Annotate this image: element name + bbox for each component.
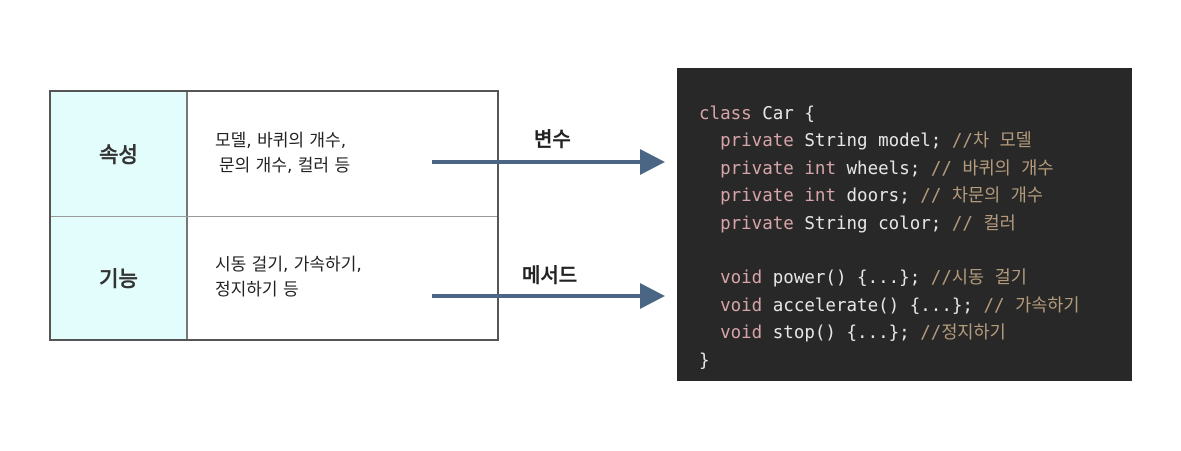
attributes-description: 모델, 바퀴의 개수, 문의 개수, 컬러 등 (188, 92, 497, 216)
functions-description: 시동 걸기, 가속하기, 정지하기 등 (188, 217, 497, 339)
code-line: void accelerate() {...}; // 가속하기 (699, 293, 1132, 320)
variables-label: 변수 (534, 127, 571, 151)
attributes-line-2: 문의 개수, 컬러 등 (219, 156, 351, 176)
code-line: private String model; //차 모델 (699, 128, 1132, 155)
code-keyword: void (699, 295, 763, 316)
code-keyword: void (699, 323, 763, 344)
code-text (794, 159, 805, 179)
code-keyword: void (699, 268, 763, 289)
code-comment: // 차문의 개수 (920, 186, 1043, 207)
functions-line-1: 시동 걸기, 가속하기, (215, 255, 362, 275)
code-keyword: private (699, 186, 794, 207)
methods-arrow-head (640, 283, 665, 309)
functions-header: 기능 (51, 217, 188, 339)
code-line: void power() {...}; //시동 걸기 (699, 265, 1132, 292)
code-text (794, 186, 805, 206)
code-keyword: private (699, 213, 794, 234)
code-comment: // 가속하기 (983, 295, 1080, 316)
code-keyword: private (699, 131, 794, 152)
attributes-line-1: 모델, 바퀴의 개수, (215, 131, 347, 151)
code-keyword: int (804, 158, 836, 179)
code-line: private int doors; // 차문의 개수 (699, 183, 1132, 210)
code-line: private int wheels; // 바퀴의 개수 (699, 156, 1132, 183)
variables-arrow-head (640, 149, 665, 175)
code-text: Car { (751, 104, 815, 124)
code-keyword: int (804, 186, 836, 207)
code-keyword: class (699, 104, 752, 124)
code-text: wheels; (835, 158, 931, 179)
attributes-header: 속성 (51, 92, 188, 216)
functions-row: 기능 시동 걸기, 가속하기, 정지하기 등 (51, 217, 497, 339)
code-text: power() {...}; (762, 268, 931, 289)
code-text: } (699, 350, 710, 371)
code-line: } (699, 348, 1132, 375)
code-text: String color; (793, 213, 952, 234)
code-line: class Car { (699, 101, 1132, 128)
code-line: void stop() {...}; //정지하기 (699, 320, 1132, 347)
code-comment: //시동 걸기 (930, 268, 1027, 289)
code-text: accelerate() {...}; (762, 295, 984, 316)
code-comment: // 컬러 (951, 213, 1016, 234)
code-comment: //정지하기 (920, 323, 1006, 344)
attributes-row: 속성 모델, 바퀴의 개수, 문의 개수, 컬러 등 (51, 92, 497, 217)
code-line: private String color; // 컬러 (699, 211, 1132, 238)
code-comment: // 바퀴의 개수 (930, 158, 1054, 179)
code-text: doors; (835, 186, 921, 207)
code-block: class Car { private String model; //차 모델… (677, 68, 1132, 381)
code-comment: //차 모델 (951, 131, 1032, 152)
concept-table: 속성 모델, 바퀴의 개수, 문의 개수, 컬러 등 기능 시동 걸기, 가속하… (49, 90, 499, 341)
code-text: String model; (793, 131, 952, 152)
functions-line-2: 정지하기 등 (215, 280, 299, 300)
code-text: stop() {...}; (762, 323, 921, 344)
code-line (699, 238, 1132, 265)
code-keyword: private (699, 158, 794, 179)
methods-label: 메서드 (522, 263, 578, 287)
